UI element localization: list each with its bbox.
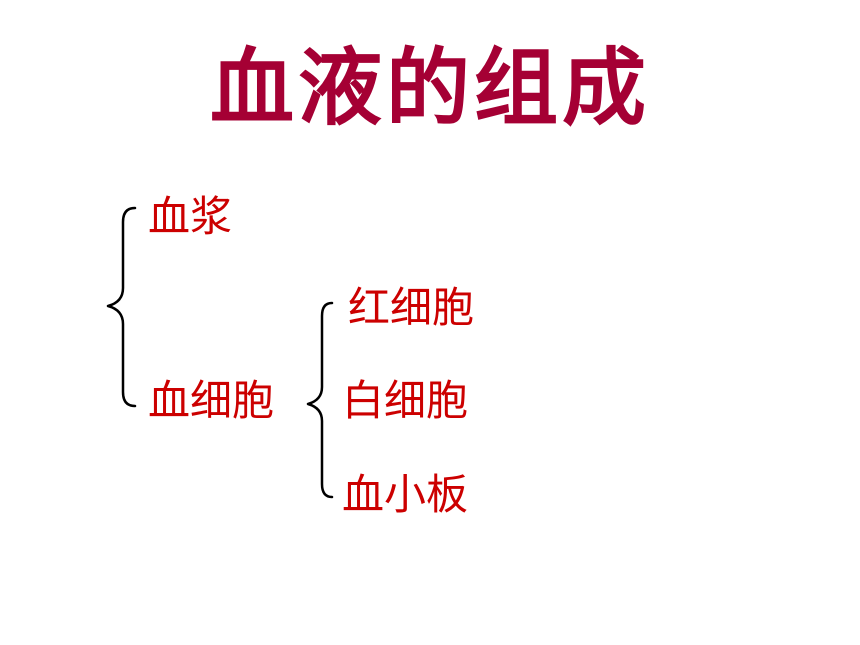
node-platelets: 血小板 bbox=[342, 470, 469, 519]
page-title: 血液的组成 bbox=[209, 38, 650, 137]
inner-brace bbox=[306, 301, 334, 499]
node-white-cells: 白细胞 bbox=[342, 376, 469, 425]
node-blood-cells: 血细胞 bbox=[148, 376, 275, 425]
node-plasma: 血浆 bbox=[148, 192, 233, 241]
node-red-cells: 红细胞 bbox=[348, 283, 475, 332]
outer-brace bbox=[106, 206, 137, 408]
